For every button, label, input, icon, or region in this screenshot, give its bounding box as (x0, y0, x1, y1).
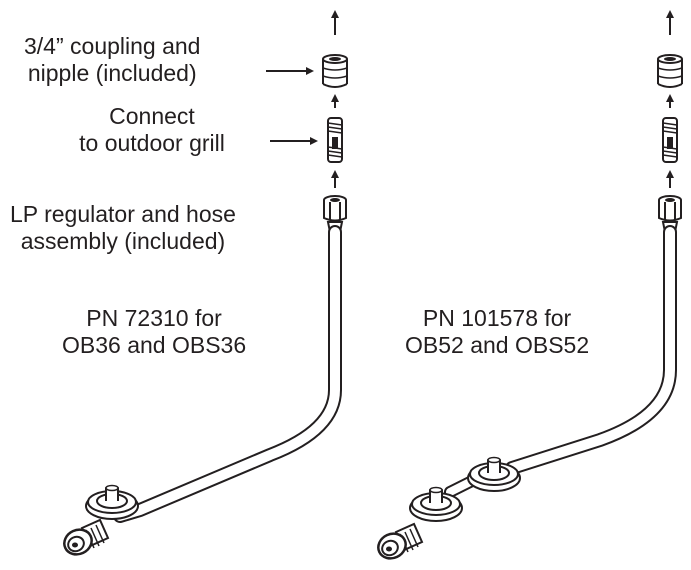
right-assembly (372, 10, 683, 565)
part-number-right-line-2: OB52 and OBS52 (405, 332, 590, 358)
regulator-label-line-1: LP regulator and hose (10, 201, 236, 227)
regulator-label: LP regulator and hose assembly (included… (10, 201, 236, 255)
coupling-label-line-1: 3/4” coupling and (24, 33, 201, 59)
part-number-left: PN 72310 for OB36 and OBS36 (62, 305, 246, 359)
part-number-right: PN 101578 for OB52 and OBS52 (405, 305, 589, 359)
part-number-left-line-1: PN 72310 for (86, 305, 222, 331)
coupling-label-line-2: nipple (included) (27, 60, 197, 86)
part-number-right-line-1: PN 101578 for (422, 305, 572, 331)
coupling-label: 3/4” coupling and nipple (included) (24, 33, 200, 87)
left-assembly (58, 10, 348, 561)
connect-label: Connect to outdoor grill (42, 103, 262, 157)
part-number-left-line-2: OB36 and OBS36 (62, 332, 247, 358)
regulator-label-line-2: assembly (included) (20, 228, 226, 254)
connect-label-line-1: Connect (109, 103, 195, 129)
connect-label-line-2: to outdoor grill (79, 130, 225, 156)
